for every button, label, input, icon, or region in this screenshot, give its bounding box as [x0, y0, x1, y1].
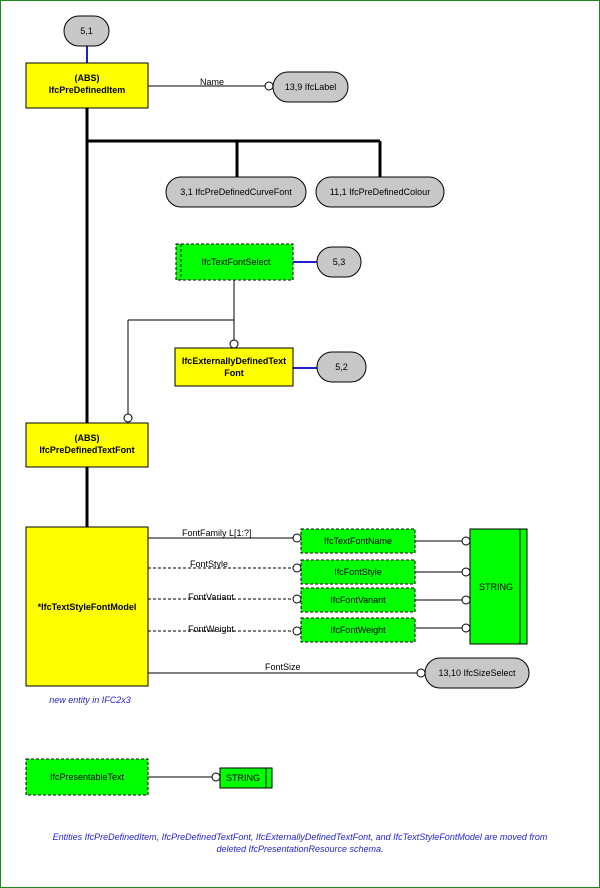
- ref-curve-font-text: 3,1 IfcPreDefinedCurveFont: [180, 187, 292, 197]
- type-variant-string-circle: [461, 595, 471, 605]
- ref-label-text: 13,9 IfcLabel: [285, 82, 337, 92]
- ref-colour[interactable]: 11,1 IfcPreDefinedColour: [315, 176, 445, 208]
- attr-font-style-circle: [292, 563, 302, 573]
- connectors: [85, 46, 471, 782]
- ref-top[interactable]: 5,1: [63, 15, 110, 47]
- attr-font-family-label: FontFamily L[1:?]: [182, 528, 252, 538]
- attr-font-style-label: FontStyle: [190, 559, 228, 569]
- entity-predefined-item-line2: IfcPreDefinedItem: [49, 85, 126, 95]
- entity-ext-line1: IfcExternallyDefinedText: [182, 356, 286, 366]
- type-text-font-name-text: IfcTextFontName: [324, 536, 392, 546]
- ref-select-text: 5,3: [333, 257, 346, 267]
- attr-font-size-circle: [416, 668, 426, 678]
- type-string-small-text: STRING: [226, 773, 260, 783]
- type-weight-string-circle: [461, 623, 471, 633]
- type-font-style[interactable]: IfcFontStyle: [300, 559, 416, 585]
- entity-predefined-text-font[interactable]: (ABS) IfcPreDefinedTextFont: [25, 422, 149, 468]
- type-string-small[interactable]: STRING: [219, 767, 273, 789]
- attr-font-size-label: FontSize: [265, 662, 301, 672]
- footer-note-line2: deleted IfcPresentationResource schema.: [216, 844, 383, 854]
- entity-predef-text-font-line1: (ABS): [75, 433, 100, 443]
- type-style-string-circle: [461, 567, 471, 577]
- type-name-string-circle: [461, 536, 471, 546]
- ref-ext-text: 5,2: [335, 362, 348, 372]
- type-string-text: STRING: [479, 582, 513, 592]
- type-font-variant-text: IfcFontVariant: [330, 595, 386, 605]
- ref-ext[interactable]: 5,2: [316, 351, 367, 383]
- type-font-weight[interactable]: IfcFontWeight: [300, 617, 416, 643]
- type-text-font-select-text: IfcTextFontSelect: [201, 257, 271, 267]
- ref-curve-font[interactable]: 3,1 IfcPreDefinedCurveFont: [165, 176, 307, 208]
- attr-font-weight-label: FontWeight: [188, 624, 234, 634]
- attr-font-variant-circle: [292, 594, 302, 604]
- new-entity-note: new entity in IFC2x3: [49, 695, 131, 705]
- entity-externally-defined-text-font[interactable]: IfcExternallyDefinedText Font: [174, 347, 294, 387]
- ref-size-select[interactable]: 13,10 IfcSizeSelect: [424, 657, 530, 689]
- type-text-font-name[interactable]: IfcTextFontName: [300, 528, 416, 554]
- type-presentable-text[interactable]: IfcPresentableText: [25, 758, 149, 796]
- footer-note-line1: Entities IfcPreDefinedItem, IfcPreDefine…: [53, 832, 548, 842]
- type-font-variant[interactable]: IfcFontVariant: [300, 587, 416, 613]
- entity-predefined-item[interactable]: (ABS) IfcPreDefinedItem: [25, 62, 149, 109]
- entity-predefined-item-line1: (ABS): [75, 73, 100, 83]
- entity-font-model-label: *IfcTextStyleFontModel: [38, 602, 137, 612]
- select-ext-circle: [229, 339, 239, 349]
- ref-top-label: 5,1: [80, 26, 93, 36]
- attr-font-family-circle: [292, 533, 302, 543]
- link-name-circle: [264, 81, 274, 91]
- attr-name-label: Name: [200, 77, 224, 87]
- type-string[interactable]: STRING: [469, 528, 528, 645]
- ref-label[interactable]: 13,9 IfcLabel: [272, 71, 349, 103]
- type-font-weight-text: IfcFontWeight: [330, 625, 386, 635]
- attr-font-weight-circle: [292, 626, 302, 636]
- select-predef-circle: [123, 413, 133, 423]
- presentable-string-circle: [211, 772, 221, 782]
- type-presentable-text-label: IfcPresentableText: [50, 772, 125, 782]
- entity-text-style-font-model[interactable]: *IfcTextStyleFontModel: [25, 526, 149, 687]
- type-text-font-select[interactable]: IfcTextFontSelect: [175, 243, 294, 281]
- attr-font-variant-label: FontVariant: [188, 592, 234, 602]
- entity-predef-text-font-line2: IfcPreDefinedTextFont: [39, 445, 134, 455]
- type-font-style-text: IfcFontStyle: [334, 567, 382, 577]
- ref-select[interactable]: 5,3: [316, 246, 362, 278]
- entity-ext-line2: Font: [224, 368, 244, 378]
- ref-size-select-text: 13,10 IfcSizeSelect: [438, 668, 516, 678]
- ref-colour-text: 11,1 IfcPreDefinedColour: [330, 187, 430, 197]
